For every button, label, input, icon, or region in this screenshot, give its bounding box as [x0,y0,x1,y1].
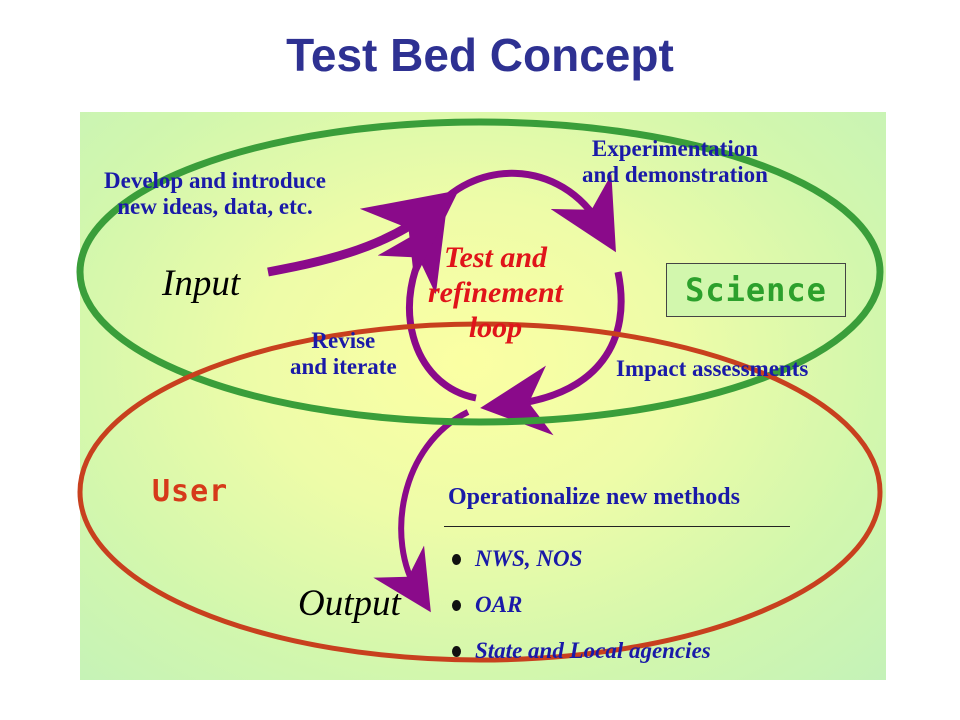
list-item: State and Local agencies [450,628,711,674]
bullet-icon [452,553,461,565]
operationalize-divider [444,526,790,527]
input-arrow [267,190,459,281]
bullet-icon [452,645,461,657]
operationalize-heading: Operationalize new methods [448,484,740,510]
list-item: OAR [450,582,711,628]
operationalize-list: NWS, NOS OAR State and Local agencies [450,536,711,674]
list-item: NWS, NOS [450,536,711,582]
science-label: Science [666,263,846,317]
input-label: Input [162,263,241,304]
loop-arrow-top [429,169,616,253]
loop-arrow-right [480,271,625,436]
output-label: Output [298,583,401,624]
impact-label: Impact assessments [616,356,809,381]
output-arrow [373,409,470,613]
user-ellipse [77,321,883,663]
science-ellipse [76,118,884,426]
user-label: User [152,474,229,509]
page-title: Test Bed Concept [286,29,674,81]
bullet-icon [452,599,461,611]
